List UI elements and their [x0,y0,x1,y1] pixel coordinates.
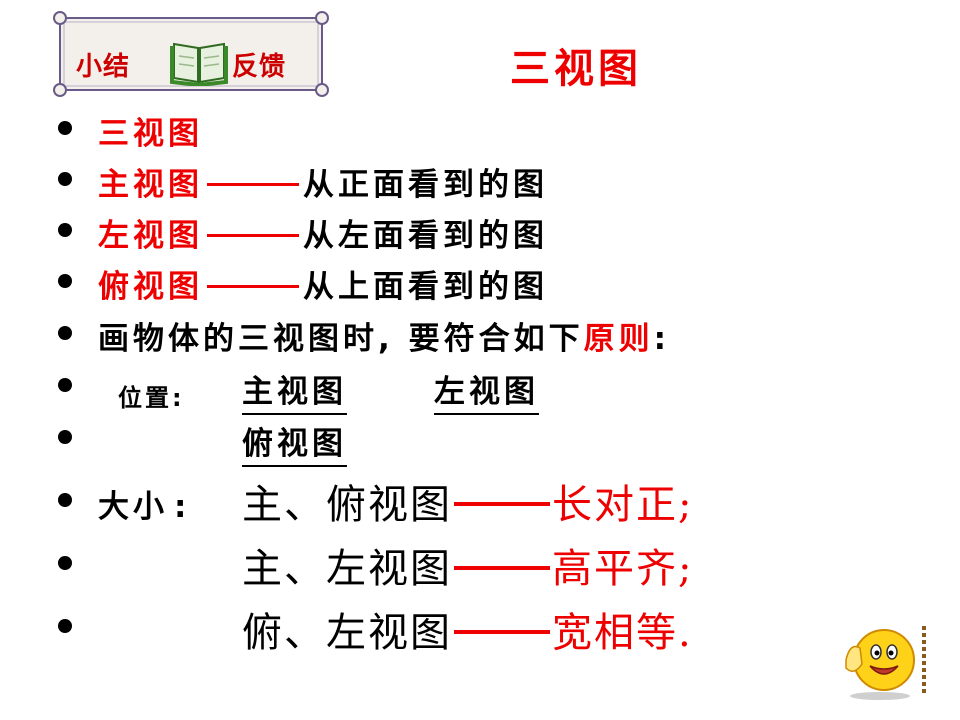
size-rule: 高平齐; [552,546,694,592]
term-top-view: 俯视图 [98,269,203,305]
desc-left-view: 从左面看到的图 [303,218,548,254]
bullet-dot [58,172,72,186]
principle-colon: : [653,321,670,357]
size-rule: 长对正; [552,482,694,528]
smiley-thumbs-up-icon [836,620,936,700]
term-left-view: 左视图 [98,218,203,254]
position-main-view: 主视图 [242,366,347,415]
desc-front-view: 从正面看到的图 [303,167,548,203]
banner-left-text: 小结 [76,52,131,82]
position-label: 位置: [118,378,185,413]
summary-feedback-banner: 小结 反馈 [52,8,332,100]
size-rule: 宽相等. [552,610,693,656]
dash-separator [454,630,550,634]
position-top-view: 俯视图 [242,418,347,467]
bullet-dot [58,326,72,340]
dash-separator [454,566,550,570]
bullet-dot [58,556,72,570]
bullet-dot [58,493,72,507]
principle-highlight: 原则 [583,321,654,357]
size-views: 主、俯视图 [242,482,452,528]
bullet-dot [58,223,72,237]
banner-right-text: 反馈 [232,52,287,82]
size-label-text: 大小 [98,489,168,525]
term-front-view: 主视图 [98,167,203,203]
bullet-dot [58,619,72,633]
size-row: 俯、左视图 宽相等. [242,600,693,658]
size-label: 大小: [98,481,190,526]
page-title: 三视图 [510,46,642,92]
size-row: 主、左视图 高平齐; [242,536,693,594]
dash-separator [207,285,299,288]
dash-separator [454,502,550,506]
item-left-view: 左视图 从左面看到的图 [98,210,548,255]
position-colon: : [172,384,185,412]
dash-separator [207,234,299,237]
position-left-view: 左视图 [434,366,539,415]
size-views: 俯、左视图 [242,610,452,656]
bullet-dot [58,378,72,392]
item-three-views: 三视图 [98,116,203,152]
book-icon [170,42,228,86]
item-front-view: 主视图 从正面看到的图 [98,159,548,204]
bullet-dot [58,430,72,444]
size-row: 主、俯视图 长对正; [242,472,693,530]
dash-separator [207,183,299,186]
position-label-text: 位置 [118,384,172,412]
principle-line: 画物体的三视图时, 要符合如下原则: [98,313,670,358]
item-top-view: 俯视图 从上面看到的图 [98,261,548,306]
bullet-dot [58,274,72,288]
principle-text: 画物体的三视图时, 要符合如下 [98,321,584,357]
bullet-dot [58,121,72,135]
size-colon: : [174,489,191,525]
size-views: 主、左视图 [242,546,452,592]
desc-top-view: 从上面看到的图 [303,269,548,305]
